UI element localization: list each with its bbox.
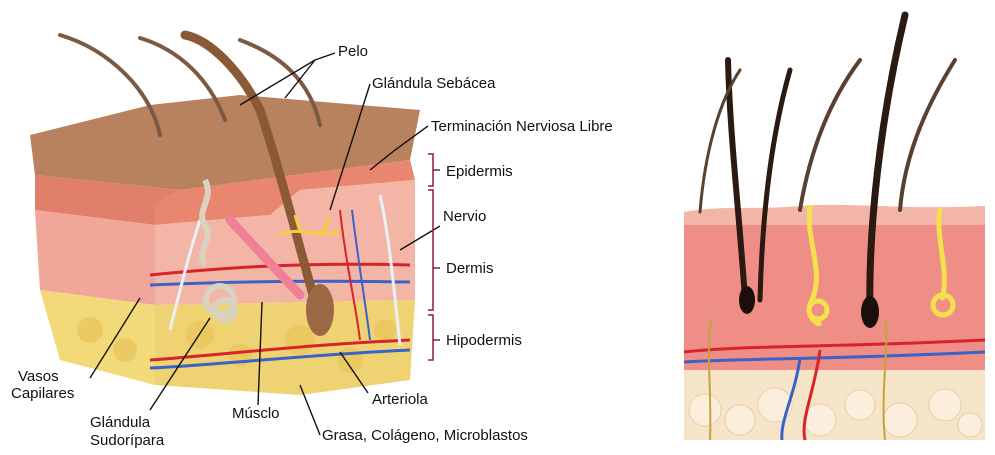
label-vasos-capilares-1: Vasos xyxy=(18,368,59,385)
label-pelo: Pelo xyxy=(338,43,368,60)
label-arteriola: Arteriola xyxy=(372,391,428,408)
layer-bracket xyxy=(428,154,440,360)
cs-follicle-1 xyxy=(739,286,755,314)
skin-block-diagram xyxy=(30,35,420,395)
label-hipodermis: Hipodermis xyxy=(446,332,522,349)
label-vasos-capilares-2: Capilares xyxy=(11,385,74,402)
label-glandula-sudoripara-2: Sudorípara xyxy=(90,432,164,449)
hair-follicle xyxy=(306,284,334,336)
label-nervio: Nervio xyxy=(443,208,486,225)
cs-follicle-2 xyxy=(861,296,879,328)
label-glandula-sebacea: Glándula Sebácea xyxy=(372,75,495,92)
label-dermis: Dermis xyxy=(446,260,494,277)
label-epidermis: Epidermis xyxy=(446,163,513,180)
label-terminacion-nerviosa: Terminación Nerviosa Libre xyxy=(431,118,613,135)
dermis-front-face xyxy=(35,210,155,305)
label-glandula-sudoripara-1: Glándula xyxy=(90,414,150,431)
label-grasa: Grasa, Colágeno, Microblastos xyxy=(322,427,528,444)
skin-cross-section xyxy=(684,15,985,440)
label-musculo: Músclo xyxy=(232,405,280,422)
